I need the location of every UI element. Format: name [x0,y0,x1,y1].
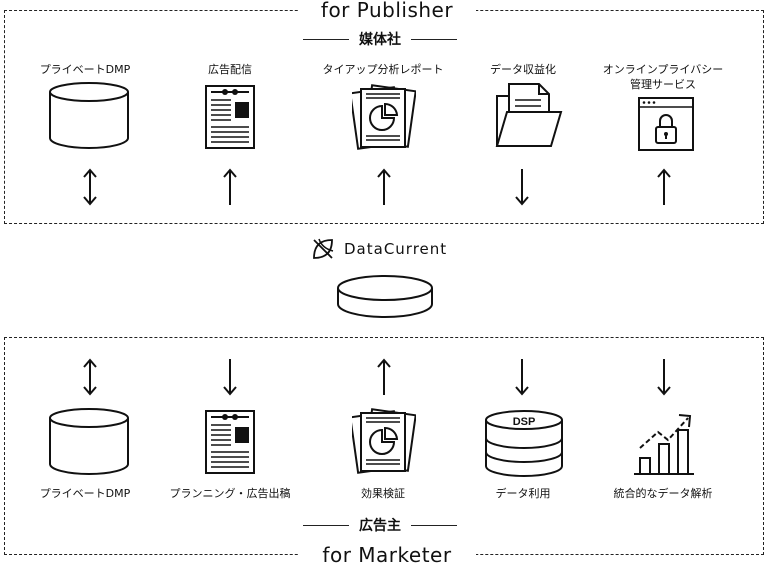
rule-right [411,524,457,526]
report-icon [352,408,416,474]
datacurrent-brand: DataCurrent [310,236,447,262]
mkt-label-effect: 効果検証 [361,487,405,500]
arrow-down [657,359,671,396]
dsp-badge: DSP [512,416,536,428]
pub-label-data-monetize: データ収益化 [490,63,556,76]
pub-label-privacy-line2: 管理サービス [630,78,696,91]
rule-left [303,524,349,526]
database-icon [49,82,129,149]
publisher-subtitle: 媒体社 [303,29,457,49]
pub-label-dmp: プライベートDMP [39,63,131,76]
arrow-up [223,168,237,205]
marketer-title: for Marketer [298,542,476,568]
report-icon [352,84,416,150]
pub-label-tieup-report: タイアップ分析レポート [322,63,444,76]
rule-left [303,38,349,40]
arrow-bidirectional [83,358,97,396]
pub-label-privacy: オンラインプライバシー 管理サービス [588,62,738,92]
mkt-label-data-use: データ利用 [495,487,551,500]
arrow-up [657,168,671,205]
growth-chart-icon [634,414,694,475]
folder-icon [495,83,563,147]
arrow-bidirectional [83,168,97,206]
pub-label-ad-delivery: 広告配信 [208,63,252,76]
document-icon [205,410,255,474]
datacurrent-logo-icon [313,238,334,259]
arrow-up [377,168,391,205]
mkt-label-integrated-analysis: 統合的なデータ解析 [613,487,713,500]
arrow-down [515,169,529,206]
arrow-down [515,359,529,396]
marketer-subtitle-text: 広告主 [359,518,401,534]
lock-window-icon [638,97,694,151]
arrow-up [377,358,391,395]
publisher-title: for Publisher [298,0,476,23]
mkt-label-planning: プランニング・広告出稿 [169,487,291,500]
marketer-subtitle: 広告主 [303,515,457,535]
arrow-down [223,359,237,396]
pub-label-privacy-line1: オンラインプライバシー [602,63,724,76]
dsp-database-icon [485,410,563,477]
document-icon [205,85,255,149]
platform-disc-icon [337,275,433,318]
database-icon [49,408,129,475]
publisher-subtitle-text: 媒体社 [359,32,401,48]
datacurrent-name: DataCurrent [344,240,448,258]
rule-right [411,38,457,40]
mkt-label-dmp: プライベートDMP [39,487,131,500]
